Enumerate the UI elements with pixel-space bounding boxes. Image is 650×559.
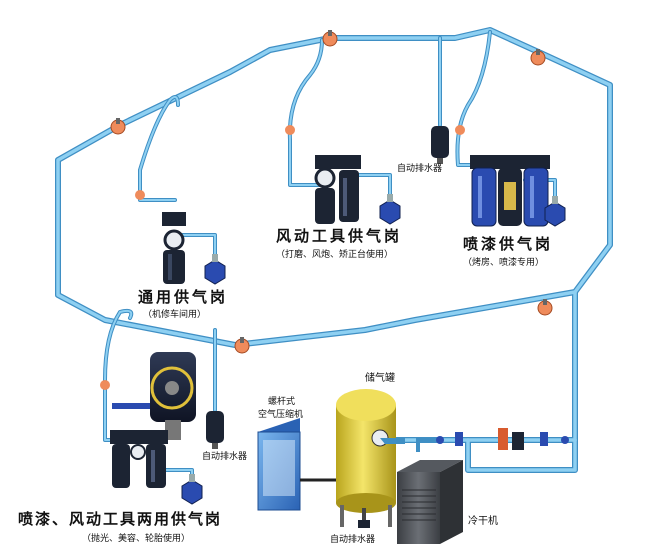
- compressor-label-line2: 空气压缩机: [258, 410, 304, 420]
- auto-drain-label-left: 自动排水器: [202, 452, 248, 462]
- spray-station-subtitle: （烤房、喷漆专用）: [463, 258, 545, 268]
- hose-reel: [112, 352, 196, 440]
- ball-valves: [100, 30, 553, 390]
- general-station-frl-unit: [162, 212, 186, 284]
- compressor-label-line1: 螺杆式: [268, 397, 296, 407]
- general-station-title: 通用供气岗: [138, 288, 229, 306]
- dual-station-title: 喷漆、风动工具两用供气岗: [18, 510, 223, 528]
- auto-drain-icon: [206, 411, 224, 449]
- auto-drain-icon: [431, 126, 449, 164]
- dual-station-frl-unit: [110, 430, 168, 488]
- pneumatic-station-subtitle: （打磨、风炮、矫正台使用）: [276, 250, 394, 260]
- valve-icon: [110, 118, 126, 135]
- auto-drain-label-top: 自动排水器: [397, 164, 443, 174]
- valve-icon: [322, 30, 338, 47]
- valve-icon: [537, 299, 553, 316]
- dryer-label: 冷干机: [468, 516, 498, 527]
- refrigerated-dryer: [397, 438, 463, 544]
- pneumatic-station-title: 风动工具供气岗: [276, 227, 403, 245]
- pipe-network: [55, 27, 613, 487]
- valve-icon: [285, 125, 295, 135]
- dual-station-subtitle: （抛光、美容、轮胎使用）: [82, 534, 191, 544]
- quick-coupler-icon: [544, 196, 566, 227]
- line-filters: [436, 428, 569, 450]
- valve-icon: [530, 49, 546, 66]
- spray-station-title: 喷漆供气岗: [463, 235, 554, 253]
- quick-coupler-icon: [181, 474, 203, 505]
- valve-icon: [100, 380, 110, 390]
- valve-icon: [455, 125, 465, 135]
- valve-icon: [234, 337, 250, 354]
- air-tank: [336, 389, 405, 528]
- pneumatic-station-frl-unit: [314, 155, 361, 224]
- screw-compressor: [257, 418, 342, 511]
- spray-station-frl-unit: [470, 155, 550, 227]
- valve-icon: [135, 190, 145, 200]
- quick-coupler-icon: [204, 254, 226, 285]
- general-station-subtitle: （机修车间用）: [143, 310, 207, 320]
- tank-label: 储气罐: [365, 373, 395, 384]
- auto-drain-label-bottom: 自动排水器: [330, 535, 376, 545]
- quick-coupler-icon: [379, 194, 401, 225]
